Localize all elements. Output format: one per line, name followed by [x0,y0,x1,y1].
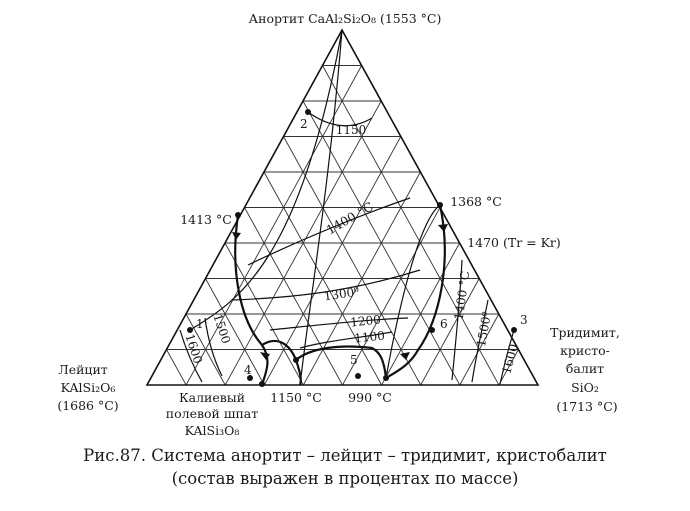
isotherm-1200-label: 1200 [350,312,382,329]
vertex-silica-formula: SiO₂ [571,380,599,395]
vertex-silica-temp: (1713 °C) [556,399,617,414]
temp-1413-label: 1413 °C [180,212,232,227]
isotherms [179,29,515,386]
eutectic-1150-marker [259,381,265,387]
vertex-leucite-formula: KAlSi₂O₆ [61,380,116,395]
point-4-marker [247,375,253,381]
isotherm-1500-right [471,299,489,383]
point-5-marker [355,373,361,379]
isotherm-1500-left-label: 1500 [210,312,233,345]
isotherm-1300-label: 1300⁰ [323,285,360,304]
eutectic-990-marker [383,375,389,381]
temp-1368-label: 1368 °C [450,194,502,209]
arrow-left-boundary [232,232,241,240]
anorthite-field-boundary-left [234,214,269,386]
isotherm-1100-label: 1100 [354,328,386,345]
point-5-label: 5 [350,353,358,367]
vertex-anorthite-label: Анортит CaAl₂Si₂O₈ (1553 °C) [249,11,442,26]
eutectic-1150-label: 1150 °C [270,390,322,405]
grid-line-right [224,100,382,386]
vertex-leucite-temp: (1686 °C) [57,398,118,413]
feldspar-label-line1: Калиевый [179,390,245,405]
point-markers [187,109,517,387]
grid-line-right [263,136,402,386]
point-1413-marker [235,212,241,218]
vertex-silica-line2: кристо- [560,343,610,358]
isotherm-1150-label: 1150 [336,123,367,137]
arrow-right-boundary [438,224,448,232]
isotherm-1600-right-label: 1600 [499,342,520,375]
point-2-label: 2 [300,117,308,131]
isotherm-1150-top [307,111,373,127]
point-1368-marker [437,202,443,208]
feldspar-field-boundary [295,345,388,379]
grid-line-left [205,278,265,386]
isotherm-1200 [269,317,409,331]
point-4-label: 4 [244,363,252,377]
grid-line-right [420,278,480,386]
point-2-marker [305,109,311,115]
point-3-label: 3 [520,313,528,327]
point-6-marker [429,327,435,333]
figure-caption-line2: (состав выражен в процентах по массе) [171,469,519,488]
feldspar-formula: KAlSi₃O₈ [185,423,240,438]
composition-path-3 [385,204,441,379]
grid-line-right [185,65,362,386]
field-boundaries [234,204,446,386]
grid-line-left [166,349,187,386]
vertex-leucite-name: Лейцит [58,362,108,377]
isotherm-1600-right [499,329,515,385]
reaction-point-marker [293,357,299,363]
composition-path-1 [189,29,343,331]
point-3-marker [511,327,517,333]
isotherm-1500-right-label: 1500⁰ [474,311,494,348]
isotherm-1400-center [247,197,411,266]
eutectic-990-label: 990 °C [348,390,392,405]
isotherm-1400-right-label: 1400 °C [452,270,473,321]
vertex-silica-line3: балит [566,361,604,376]
grid-line-right [342,207,441,386]
point-6-label: 6 [440,317,448,331]
arrow-lower-right [400,352,410,360]
arrows [232,224,448,360]
isotherm-1600-left [179,329,203,383]
grid-line-left [302,100,461,386]
figure-caption-line1: Рис.87. Система анортит – лейцит – триди… [83,446,607,465]
grid-line-left [322,65,500,386]
arrow-lower-left [260,352,270,360]
temp-1470-label: 1470 (Tr = Kr) [467,235,561,250]
isotherm-1500-left [204,317,223,377]
isotherm-1100 [299,331,393,349]
isotherm-1300 [231,269,421,301]
vertex-silica-name: Тридимит, [550,325,620,340]
composition-path-2 [299,29,343,386]
feldspar-label-line2: полевой шпат [166,406,258,421]
grid-line-right [498,349,519,386]
grid-line-left [283,136,422,386]
anorthite-field-boundary-right [385,204,446,379]
point-1-label: 1 [196,317,204,331]
isotherm-1400-right [451,259,463,381]
point-1-marker [187,327,193,333]
